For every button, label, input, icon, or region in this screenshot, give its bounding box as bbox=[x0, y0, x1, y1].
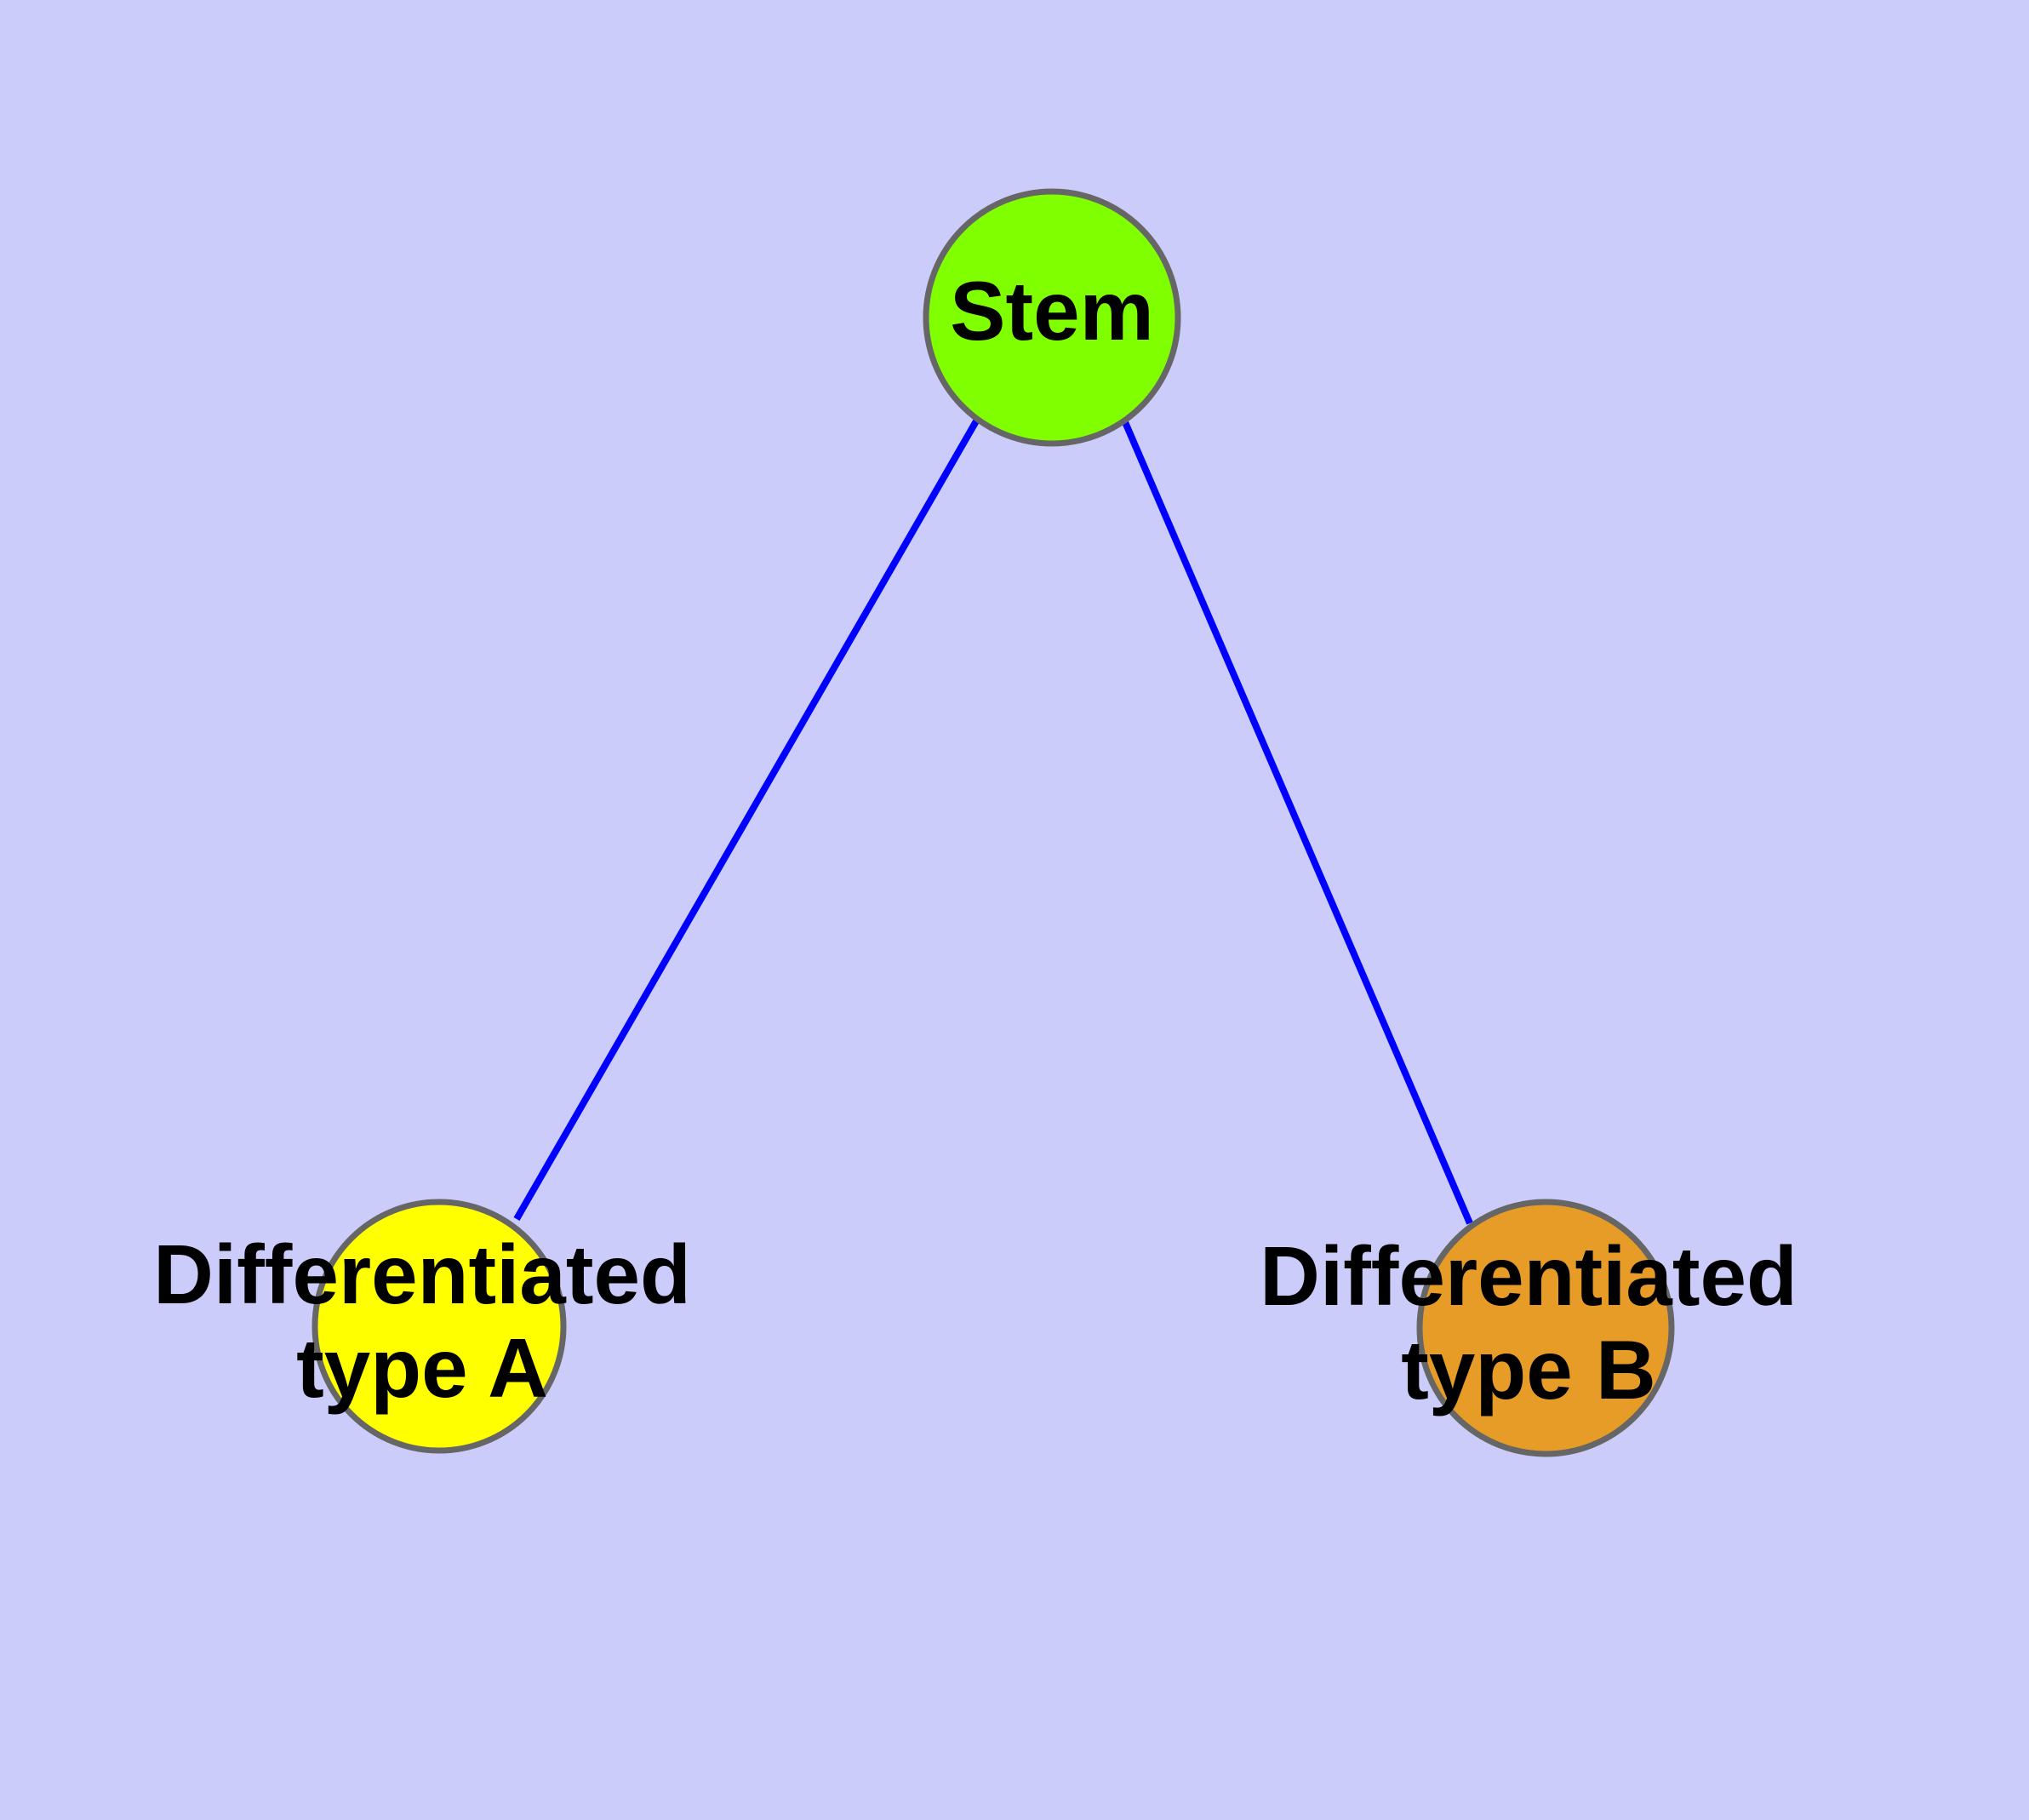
edge-stem-to-diff-b[interactable] bbox=[1119, 415, 1473, 1225]
node-diff-b[interactable] bbox=[1416, 1199, 1675, 1457]
node-label-stem: Stem bbox=[950, 264, 1154, 358]
node-stem[interactable] bbox=[923, 188, 1181, 447]
edge-stem-to-diff-a[interactable] bbox=[513, 418, 980, 1221]
node-diff-a[interactable] bbox=[311, 1199, 567, 1454]
